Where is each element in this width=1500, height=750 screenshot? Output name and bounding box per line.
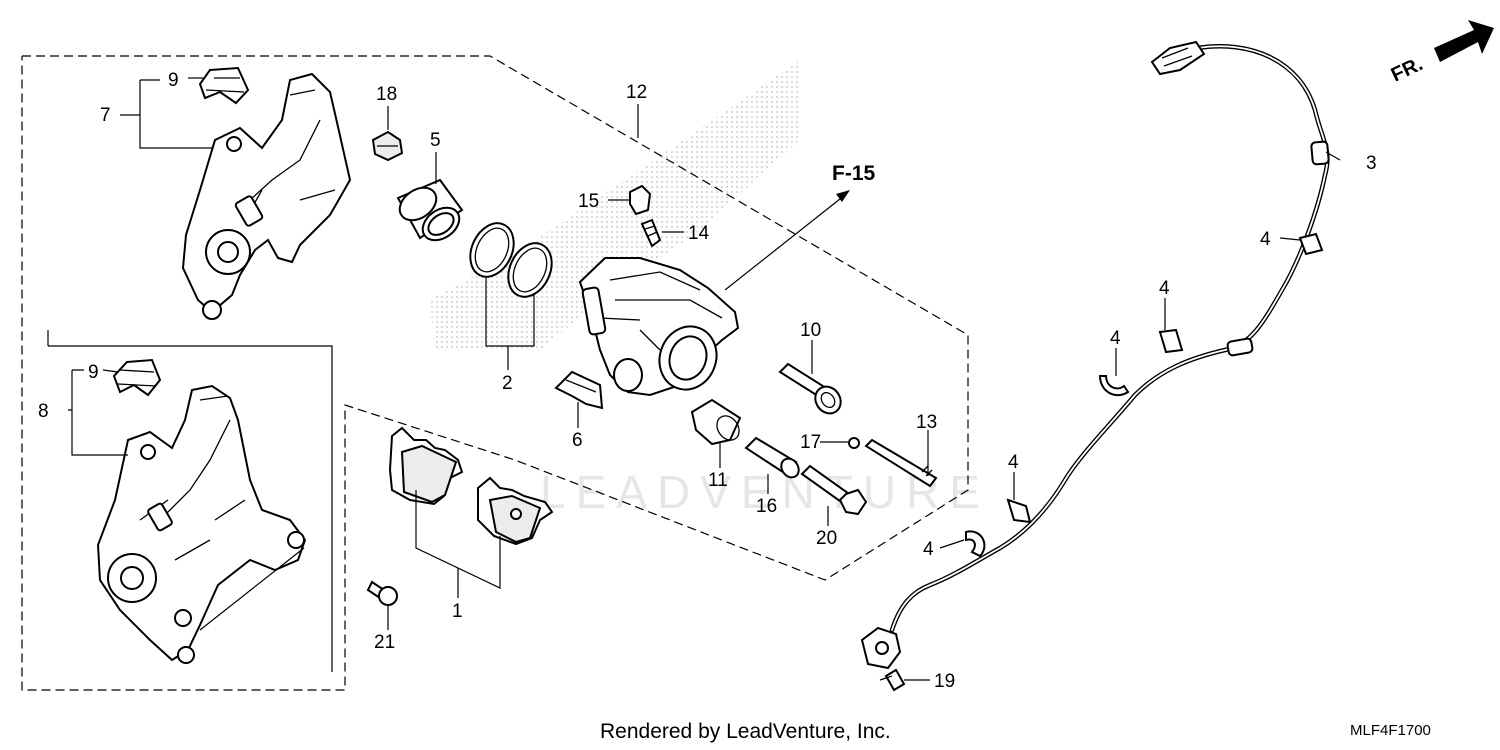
pad-spring-9-top [198, 66, 250, 105]
callout-10: 10 [800, 320, 821, 341]
boot-16 [744, 436, 800, 479]
callout-18: 18 [376, 84, 397, 105]
drawing-code: MLF4F1700 [1350, 722, 1431, 739]
cable-clamp-4c [1098, 375, 1130, 397]
pad-spring-9-bottom [112, 358, 162, 397]
callout-11: 11 [708, 470, 728, 491]
footer-credit: Rendered by LeadVenture, Inc. [600, 720, 891, 743]
slide-pin-10 [778, 362, 842, 415]
callout-13: 13 [916, 412, 937, 433]
callout-12: 12 [626, 82, 647, 103]
reference-arrow-head [836, 190, 850, 202]
plug-18 [371, 130, 404, 162]
callout-9-top: 9 [168, 70, 179, 91]
caliper-bracket-8 [96, 384, 307, 664]
pin-bolt-20 [800, 464, 868, 516]
cable-clamp-4b [1158, 328, 1184, 354]
watermark-text: LEADVENTURE [540, 466, 990, 518]
callout-16: 16 [756, 496, 777, 517]
pad-pin-13 [864, 438, 938, 488]
callout-21: 21 [374, 632, 395, 653]
bolt-21 [366, 580, 398, 606]
bracket-8-frame [48, 345, 333, 672]
callout-4b: 4 [1159, 278, 1170, 299]
pad-retainer-6 [554, 370, 604, 410]
callout-4e: 4 [923, 539, 934, 560]
callout-17: 17 [800, 432, 821, 453]
callout-1: 1 [452, 601, 463, 622]
callout-9-bottom: 9 [88, 362, 99, 383]
callout-4d: 4 [1008, 452, 1019, 473]
callout-14: 14 [688, 223, 710, 244]
callout-8: 8 [38, 401, 49, 422]
callout-numbers: 9 7 18 5 12 15 14 2 9 8 6 10 11 17 13 16… [38, 70, 1377, 692]
callout-3: 3 [1366, 153, 1377, 174]
wheel-speed-sensor-3 [860, 40, 1330, 670]
clip-17 [848, 437, 860, 449]
cable-clamp-4e [965, 530, 986, 558]
callout-20: 20 [816, 528, 837, 549]
caliper-body-12 [578, 257, 740, 397]
bleeder-valve-14 [640, 218, 662, 248]
callout-15: 15 [578, 191, 599, 212]
boot-11 [690, 398, 742, 446]
callout-6: 6 [572, 430, 583, 451]
front-direction-arrow [1434, 20, 1494, 62]
callout-4c: 4 [1110, 328, 1121, 349]
front-direction-label: FR. [1388, 53, 1426, 87]
caliper-bracket-7 [181, 72, 352, 320]
callout-4a: 4 [1260, 229, 1271, 250]
reference-arrow [724, 194, 846, 291]
reference-label-f15[interactable]: F-15 [832, 162, 876, 185]
piston-5 [396, 178, 464, 242]
cable-clamp-4a [1298, 232, 1324, 256]
callout-5: 5 [430, 130, 441, 151]
cable-clamp-4d [1006, 498, 1032, 524]
callout-7: 7 [100, 105, 111, 126]
brake-pads-1 [388, 426, 554, 546]
piston-seals-2 [469, 222, 553, 298]
leader-lines [68, 77, 1341, 681]
bolt-19 [879, 668, 906, 692]
bleeder-cap-15 [629, 184, 652, 216]
callout-2: 2 [502, 373, 513, 394]
callout-19: 19 [934, 671, 955, 692]
caliper-assembly-frame [21, 55, 969, 691]
